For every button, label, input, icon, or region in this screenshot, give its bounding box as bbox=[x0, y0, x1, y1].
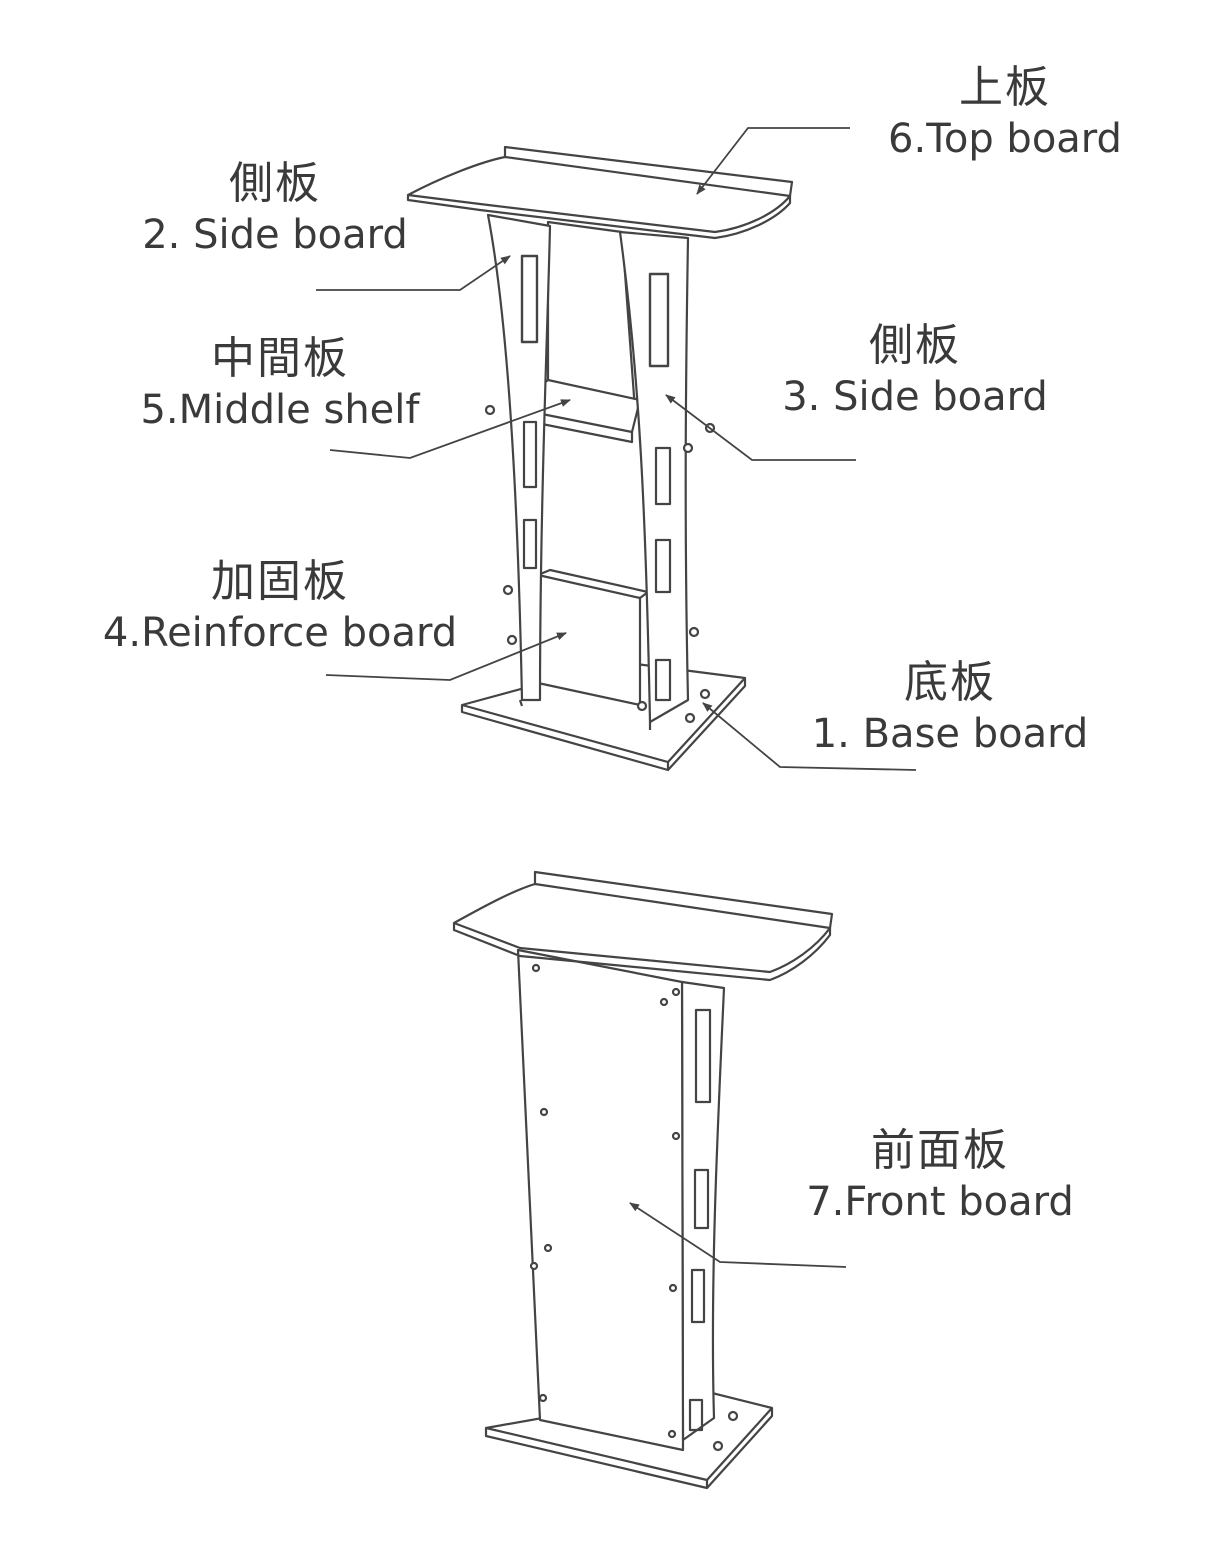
leader-middle-shelf bbox=[329, 399, 571, 459]
leader-front-board bbox=[629, 1202, 847, 1268]
label-middle-shelf-zh: 中間板 bbox=[211, 333, 349, 384]
top-board-part bbox=[406, 145, 794, 240]
callout-front-board: 前面板 7.Front board bbox=[770, 1125, 1110, 1227]
callout-side-board-right: 側板 3. Side board bbox=[750, 320, 1080, 422]
label-front-board-zh: 前面板 bbox=[871, 1125, 1009, 1176]
callout-top-board: 上板 6.Top board bbox=[850, 62, 1160, 164]
callout-base-board: 底板 1. Base board bbox=[780, 657, 1120, 759]
label-side-board-left-zh: 側板 bbox=[229, 158, 321, 209]
label-base-board-zh: 底板 bbox=[904, 657, 996, 708]
leader-lines bbox=[316, 127, 917, 771]
label-top-board-zh: 上板 bbox=[959, 62, 1051, 113]
leader-reinforce-board bbox=[325, 632, 567, 681]
callout-middle-shelf: 中間板 5.Middle shelf bbox=[105, 333, 455, 435]
label-side-board-left-en: 2. Side board bbox=[142, 212, 408, 258]
exploded-view bbox=[406, 145, 794, 772]
assembled-top-board bbox=[452, 870, 834, 982]
label-reinforce-board-zh: 加固板 bbox=[211, 556, 349, 607]
leader-top-board bbox=[696, 127, 850, 195]
leader-base-board bbox=[702, 702, 917, 771]
label-reinforce-board-en: 4.Reinforce board bbox=[102, 610, 458, 656]
side-board-left-part bbox=[486, 213, 552, 707]
label-top-board-en: 6.Top board bbox=[888, 116, 1122, 162]
label-base-board-en: 1. Base board bbox=[811, 711, 1089, 757]
label-middle-shelf-en: 5.Middle shelf bbox=[140, 387, 420, 433]
label-side-board-right-zh: 側板 bbox=[869, 320, 961, 371]
leader-side-board-right bbox=[665, 394, 856, 461]
callout-side-board-left: 側板 2. Side board bbox=[115, 158, 435, 260]
callout-reinforce-board: 加固板 4.Reinforce board bbox=[70, 556, 490, 658]
assembled-screws bbox=[529, 963, 739, 1452]
leader-side-board-left bbox=[316, 255, 511, 291]
assembled-side-board bbox=[680, 980, 726, 1442]
assembled-front-board bbox=[516, 948, 685, 1452]
label-side-board-right-en: 3. Side board bbox=[782, 374, 1048, 420]
side-board-right-part bbox=[618, 230, 690, 730]
label-front-board-en: 7.Front board bbox=[806, 1179, 1074, 1225]
assembled-view bbox=[452, 870, 834, 1490]
